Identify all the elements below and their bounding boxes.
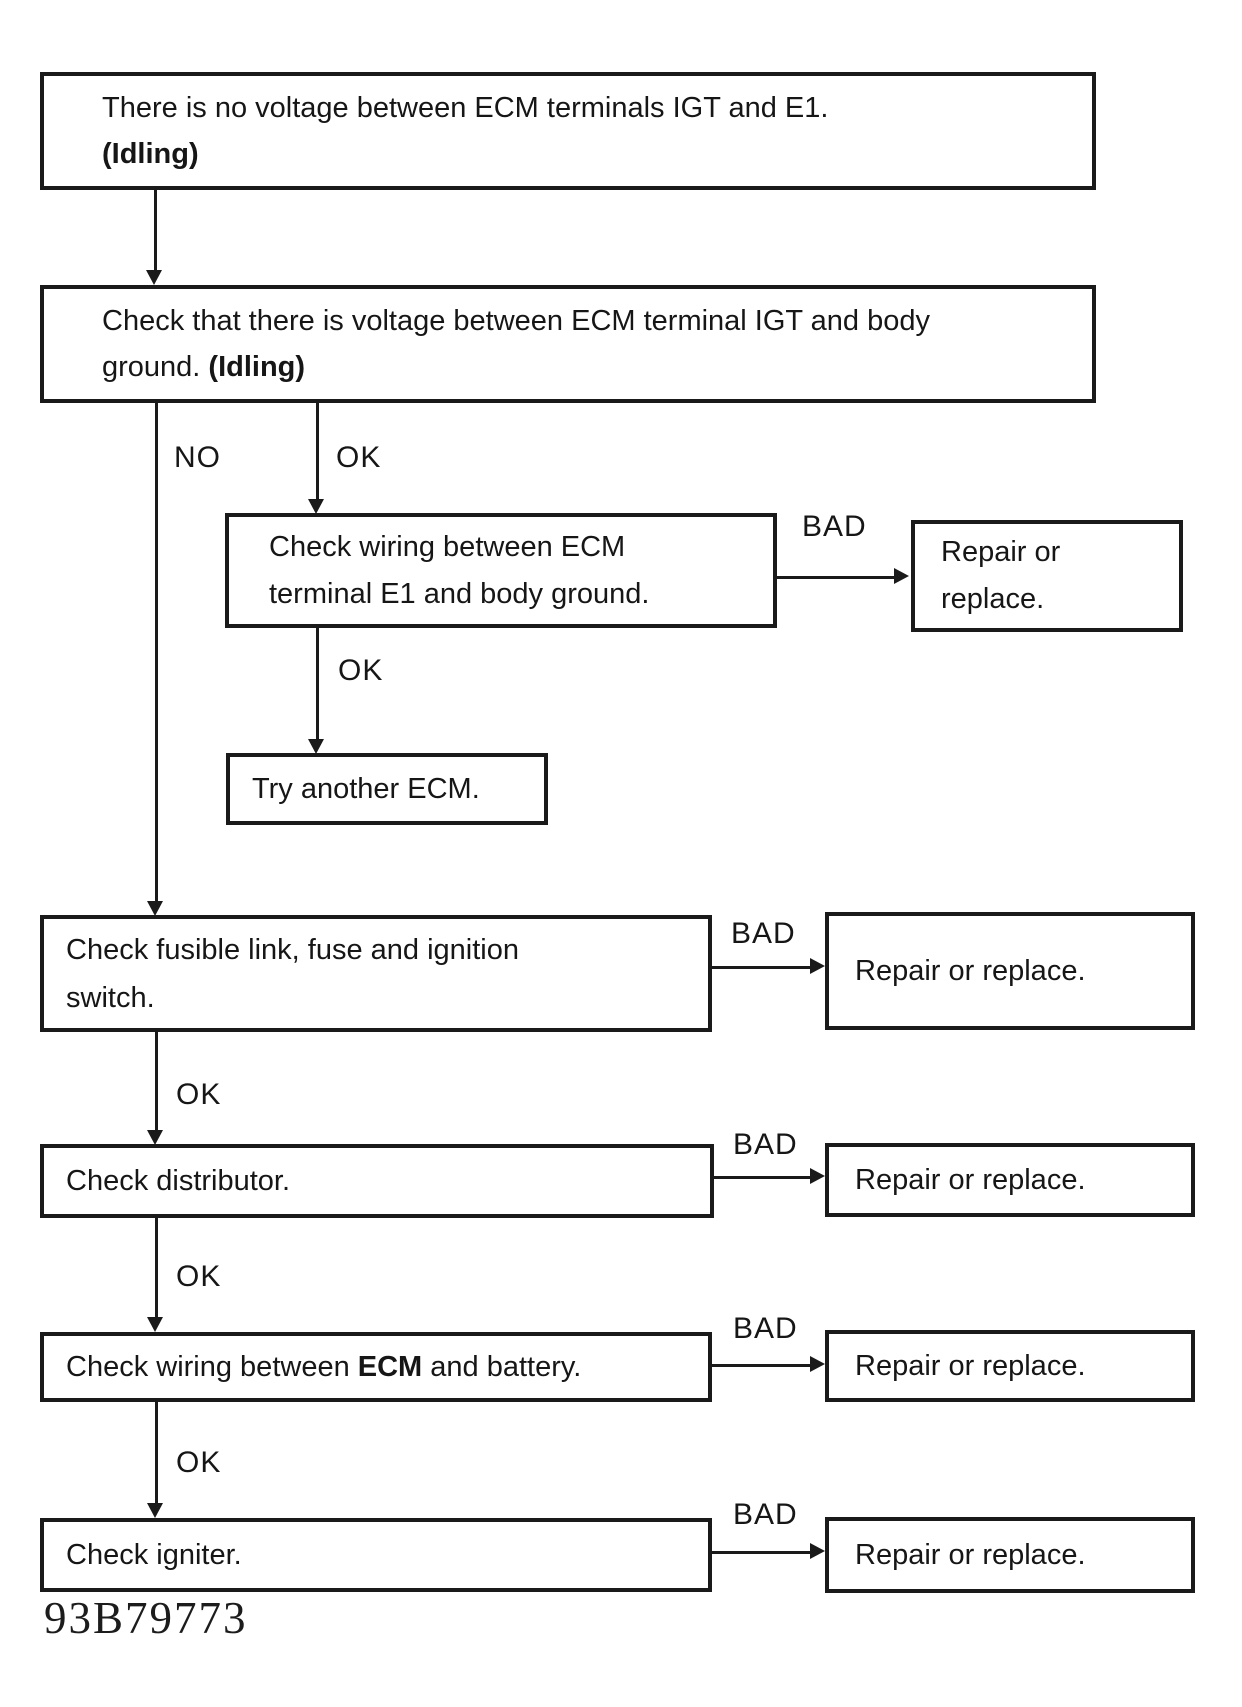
repair-line1: Repair or bbox=[941, 536, 1061, 568]
connector-ok-to-try-ecm bbox=[316, 628, 319, 740]
branch-label-bad: BAD bbox=[733, 1128, 798, 1161]
repair-text: Repair or replace. bbox=[855, 1350, 1086, 1382]
connector-bad-distributor bbox=[713, 1176, 812, 1179]
check-igt-ground-line2: ground. (Idling) bbox=[102, 351, 306, 383]
problem-statement-box: There is no voltage between ECM terminal… bbox=[40, 72, 1096, 190]
branch-label-bad: BAD bbox=[733, 1498, 798, 1531]
branch-label-ok: OK bbox=[338, 654, 384, 687]
branch-label-ok: OK bbox=[176, 1446, 222, 1479]
figure-code: 93B79773 bbox=[44, 1593, 248, 1643]
repair-or-replace-box: Repair or replace. bbox=[825, 1143, 1195, 1217]
connector-bad-igniter bbox=[712, 1551, 812, 1554]
repair-text: Repair or replace. bbox=[855, 1539, 1086, 1571]
repair-or-replace-box: Repair or replace. bbox=[825, 1330, 1195, 1402]
repair-or-replace-box: Repair or replace. bbox=[825, 1517, 1195, 1593]
arrowhead-down-icon bbox=[147, 901, 163, 916]
connector-bad-e1 bbox=[777, 576, 897, 579]
check-distributor-box: Check distributor. bbox=[40, 1144, 714, 1218]
connector-ok-to-battery-wiring bbox=[155, 1218, 158, 1318]
check-fusible-line1: Check fusible link, fuse and ignition bbox=[66, 933, 519, 966]
arrowhead-down-icon bbox=[147, 1130, 163, 1145]
check-fusible-line2: switch. bbox=[66, 981, 155, 1014]
check-wiring-battery-text: Check wiring between ECM and battery. bbox=[66, 1351, 582, 1383]
check-wiring-e1-line1: Check wiring between ECM bbox=[269, 530, 626, 563]
connector-bad-battery-wiring bbox=[712, 1364, 812, 1367]
check-igt-ground-line1: Check that there is voltage between ECM … bbox=[102, 305, 931, 337]
branch-label-no: NO bbox=[174, 441, 221, 474]
arrowhead-down-icon bbox=[147, 1503, 163, 1518]
problem-statement-condition: (Idling) bbox=[102, 138, 199, 170]
branch-label-bad: BAD bbox=[733, 1312, 798, 1345]
check-wiring-e1-line2: terminal E1 and body ground. bbox=[269, 577, 650, 610]
connector-ok-branch bbox=[316, 403, 319, 499]
repair-text: Repair or replace. bbox=[855, 1164, 1086, 1196]
idling-emphasis: (Idling) bbox=[208, 351, 306, 383]
check-igt-ground-box: Check that there is voltage between ECM … bbox=[40, 285, 1096, 403]
branch-label-bad: BAD bbox=[731, 917, 796, 950]
branch-label-ok: OK bbox=[176, 1260, 222, 1293]
check-igniter-text: Check igniter. bbox=[66, 1539, 242, 1571]
try-another-ecm-text: Try another ECM. bbox=[252, 773, 480, 805]
try-another-ecm-box: Try another ECM. bbox=[226, 753, 548, 825]
check-distributor-text: Check distributor. bbox=[66, 1165, 291, 1197]
branch-label-bad: BAD bbox=[802, 510, 867, 543]
arrowhead-right-icon bbox=[894, 568, 909, 584]
arrowhead-right-icon bbox=[810, 1168, 825, 1184]
arrowhead-right-icon bbox=[810, 1543, 825, 1559]
connector-ok-to-distributor bbox=[155, 1032, 158, 1130]
branch-label-ok: OK bbox=[336, 441, 382, 474]
branch-label-ok: OK bbox=[176, 1078, 222, 1111]
arrowhead-down-icon bbox=[146, 270, 162, 285]
arrowhead-down-icon bbox=[308, 739, 324, 754]
ecm-emphasis: ECM bbox=[357, 1351, 423, 1383]
repair-or-replace-box: Repair or replace. bbox=[911, 520, 1183, 632]
repair-or-replace-box: Repair or replace. bbox=[825, 912, 1195, 1030]
connector-ok-to-igniter bbox=[155, 1402, 158, 1504]
check-wiring-e1-box: Check wiring between ECM terminal E1 and… bbox=[225, 513, 777, 628]
connector-bad-fusible bbox=[712, 966, 812, 969]
arrowhead-right-icon bbox=[810, 1356, 825, 1372]
repair-text: Repair or replace. bbox=[855, 955, 1086, 987]
problem-statement-line1: There is no voltage between ECM terminal… bbox=[102, 92, 829, 124]
arrowhead-down-icon bbox=[308, 499, 324, 514]
check-fusible-link-box: Check fusible link, fuse and ignition sw… bbox=[40, 915, 712, 1032]
connector-problem-to-check bbox=[154, 190, 157, 270]
check-igniter-box: Check igniter. bbox=[40, 1518, 712, 1592]
arrowhead-down-icon bbox=[147, 1317, 163, 1332]
repair-line2: replace. bbox=[941, 583, 1045, 615]
check-wiring-battery-box: Check wiring between ECM and battery. bbox=[40, 1332, 712, 1402]
connector-no-branch bbox=[155, 403, 158, 903]
arrowhead-right-icon bbox=[810, 958, 825, 974]
